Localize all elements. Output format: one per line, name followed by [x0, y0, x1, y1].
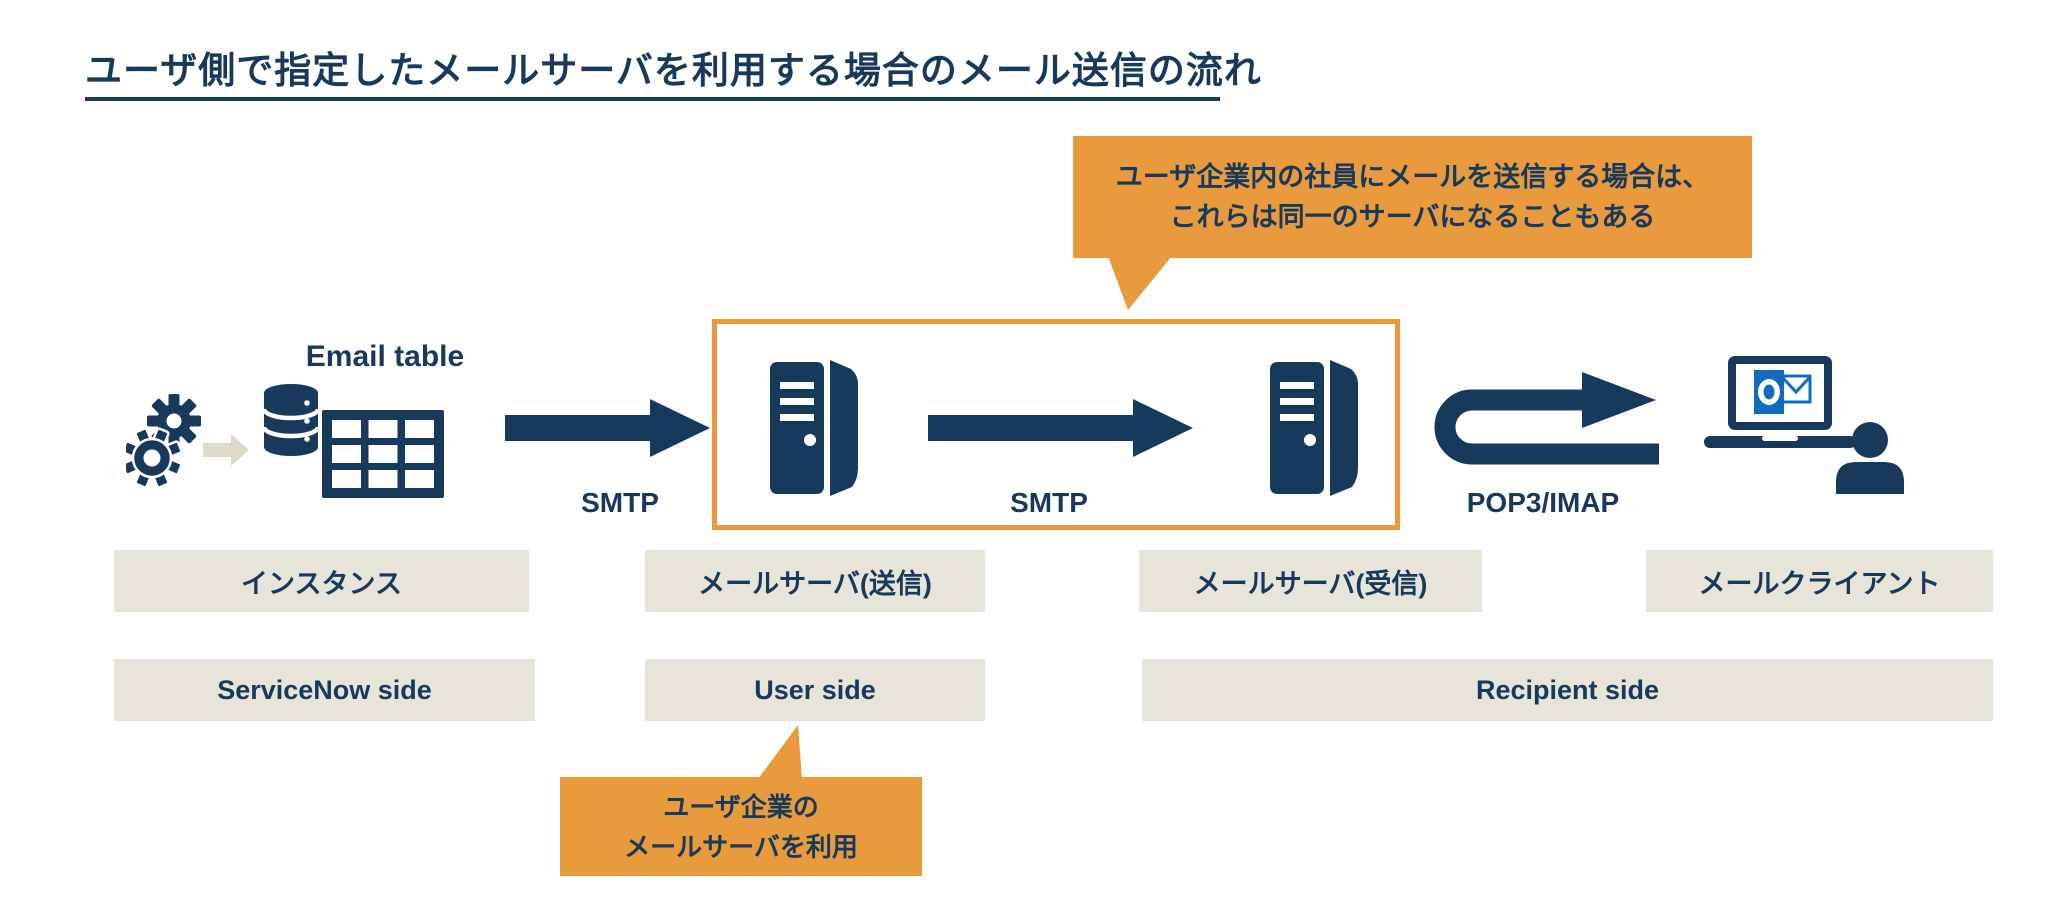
- side-label-user: User side: [645, 659, 985, 721]
- pop3-imap-label: POP3/IMAP: [1466, 487, 1620, 518]
- entity-label-instance: インスタンス: [114, 550, 529, 612]
- smtp-label-2: SMTP: [1010, 487, 1088, 518]
- side-label-user-text: User side: [754, 674, 876, 705]
- entity-label-mail-server-receive: メールサーバ(受信): [1139, 550, 1482, 612]
- table-icon: [322, 410, 444, 498]
- callout-bottom-tail: [758, 725, 802, 779]
- entity-label-mail-client-text: メールクライアント: [1698, 568, 1941, 599]
- callout-top-line2: これらは同一のサーバになることもある: [1169, 202, 1656, 232]
- callout-top-tail: [1108, 256, 1172, 310]
- email-table-label: Email table: [305, 340, 465, 373]
- callout-user-mail-server-note: ユーザ企業の メールサーバを利用: [560, 777, 922, 876]
- callout-bottom-line2: メールサーバを利用: [624, 831, 858, 862]
- side-label-servicenow: ServiceNow side: [114, 659, 535, 721]
- callout-top-line1: ユーザ企業内の社員にメールを送信する場合は、: [1115, 162, 1710, 192]
- entity-label-mail-server-send: メールサーバ(送信): [645, 550, 985, 612]
- page-title: ユーザ側で指定したメールサーバを利用する場合のメール送信の流れ: [85, 50, 1262, 91]
- server-receive-icon: [1270, 360, 1358, 496]
- title-underline: [85, 97, 1220, 101]
- entity-label-mail-client: メールクライアント: [1646, 550, 1993, 612]
- laptop-outlook-icon: [1704, 356, 1856, 448]
- mail-servers-highlight-frame: [712, 319, 1400, 530]
- side-label-recipient-text: Recipient side: [1475, 674, 1660, 705]
- small-flow-arrow-icon: [203, 434, 249, 466]
- entity-label-instance-text: インスタンス: [241, 568, 402, 599]
- smtp-arrow-1-icon: [505, 399, 710, 457]
- smtp-label-1: SMTP: [581, 487, 659, 518]
- smtp-arrow-2-icon: [928, 399, 1193, 457]
- database-icon: [262, 384, 320, 456]
- callout-bottom-line1: ユーザ企業の: [663, 791, 819, 822]
- side-label-recipient: Recipient side: [1142, 659, 1993, 721]
- gears-icon: [126, 394, 201, 489]
- side-label-servicenow-text: ServiceNow side: [217, 674, 432, 705]
- u-turn-arrow-icon: [1434, 372, 1659, 465]
- entity-label-mail-server-receive-text: メールサーバ(受信): [1193, 568, 1428, 599]
- callout-same-server-note: ユーザ企業内の社員にメールを送信する場合は、 これらは同一のサーバになることもあ…: [1073, 136, 1752, 258]
- entity-label-mail-server-send-text: メールサーバ(送信): [698, 568, 932, 599]
- server-send-icon: [770, 360, 858, 496]
- person-icon: [1836, 422, 1904, 494]
